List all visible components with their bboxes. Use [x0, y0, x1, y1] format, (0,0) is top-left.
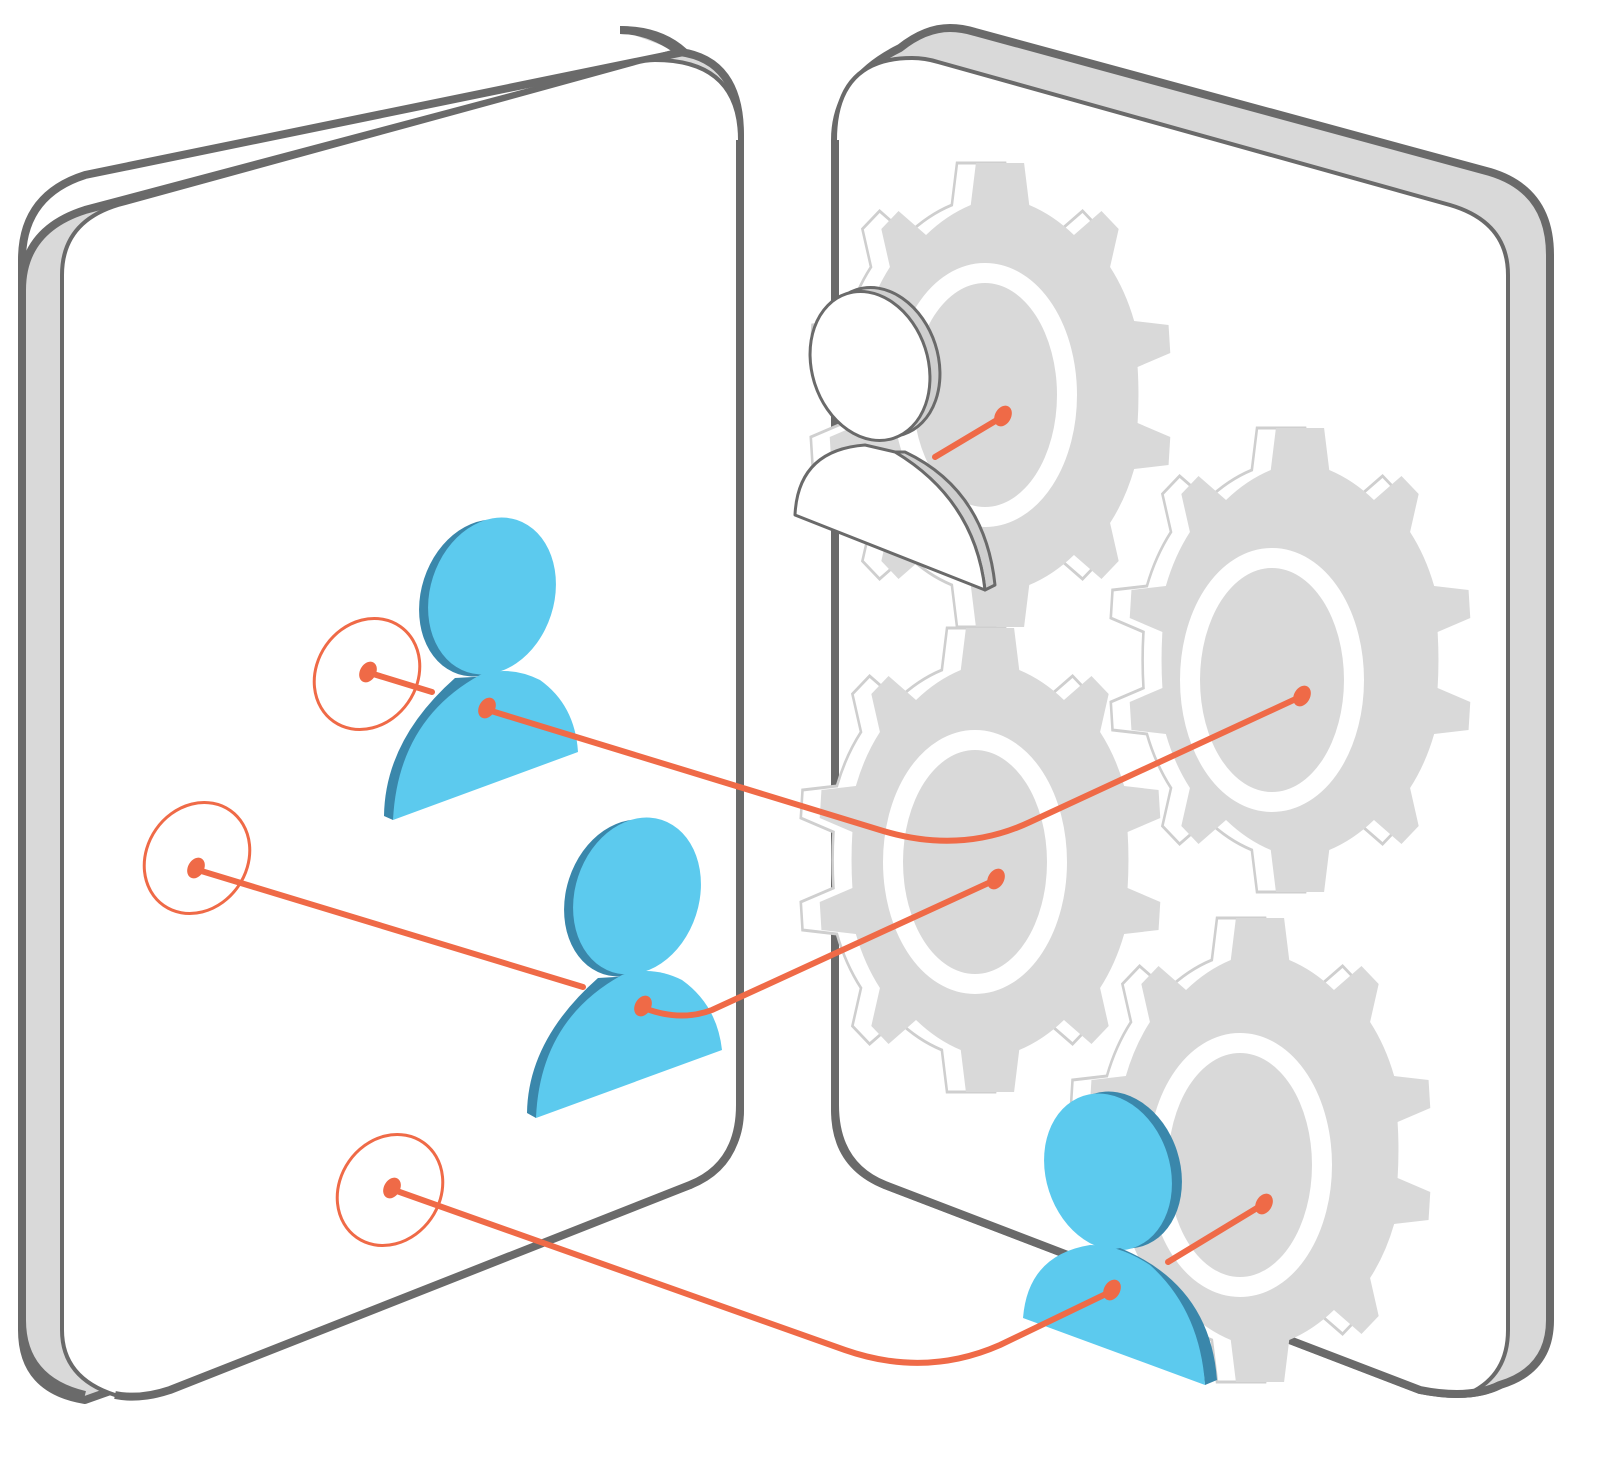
target-ring-icon [335, 1133, 445, 1247]
connector-line [367, 670, 435, 695]
left-panel-edge [114, 140, 744, 1401]
user-icon [1023, 1091, 1217, 1385]
connector-line [641, 877, 998, 1019]
target-ring-icon [312, 617, 422, 731]
connector-lines [195, 414, 1303, 1366]
connector-line [932, 414, 1005, 460]
left-panel-page [60, 58, 742, 1399]
target-ring-icon [142, 801, 252, 915]
connector-line [1165, 1202, 1265, 1265]
user-icon [793, 286, 997, 592]
user-icon [527, 817, 722, 1118]
left-book-panel [18, 26, 744, 1404]
connector-line [485, 694, 1303, 844]
user-icon [384, 517, 578, 820]
connector-line [195, 867, 586, 990]
right-panel-edge [831, 140, 1502, 1398]
connector-line [391, 1187, 1113, 1366]
connector-dots [187, 405, 1311, 1301]
left-panel-spine [18, 26, 688, 1399]
